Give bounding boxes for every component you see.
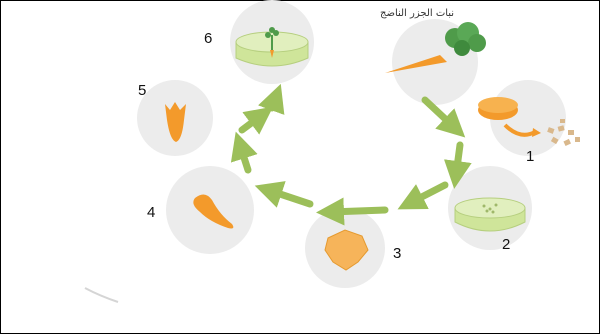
step5-number: 5 [138,82,147,99]
step3-number: 3 [393,245,402,262]
arrow-2-to-3a [397,181,449,210]
step6-number: 6 [204,30,213,47]
embryo-icon [193,194,234,229]
decorative-swoosh [84,287,119,303]
step4-number: 4 [147,204,156,221]
step1-number: 1 [526,148,535,165]
carrot-slice-icon [478,97,580,146]
frame-top-border [82,0,600,1]
arrow-5-to-6a [230,131,258,174]
arrow-6-to-plant [258,83,285,115]
cultured-plant-dish-icon [235,27,309,67]
plantlet-icon [165,102,186,142]
carrot-plant-icon [385,22,486,73]
arrow-plant-to-1 [421,96,466,138]
callus-icon [324,229,369,271]
arrow-4-to-5a [254,181,314,208]
step2-number: 2 [502,236,511,253]
petri-dish-icon [454,197,526,232]
arrow-3-to-4 [316,197,389,226]
arrow-5-to-6b [238,106,274,135]
arrow-1-to-2 [443,141,472,189]
mature-plant-label: نبات الجزر الناضج [380,8,455,19]
